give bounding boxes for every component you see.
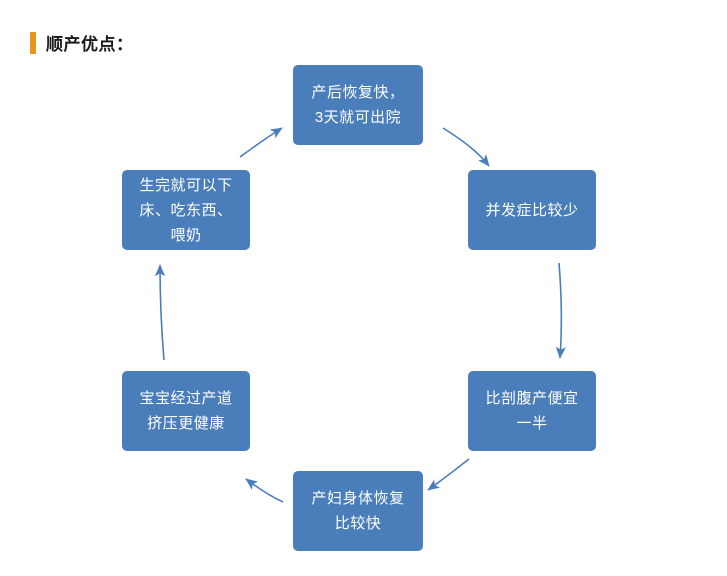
page-title: 顺产优点： [30,30,134,55]
diagram-node-n1: 产后恢复快， 3天就可出院 [293,65,423,145]
diagram-node-n6: 生完就可以下 床、吃东西、 喂奶 [122,170,250,250]
arrow-n2-to-n3 [555,262,566,359]
arrow-n6-to-n1 [239,127,283,158]
arrow-n1-to-n2 [442,127,490,167]
diagram-node-n3: 比剖腹产便宜 一半 [468,371,596,451]
arrow-n3-to-n4 [427,458,470,491]
diagram-node-n4: 产妇身体恢复 比较快 [293,471,423,551]
diagram-node-n5: 宝宝经过产道 挤压更健康 [122,371,250,451]
arrow-n4-to-n5 [245,478,284,503]
page-title-text: 顺产优点： [46,35,134,54]
arrow-n5-to-n6 [154,264,166,361]
title-accent-bar [30,31,36,54]
diagram-node-n2: 并发症比较少 [468,170,596,250]
